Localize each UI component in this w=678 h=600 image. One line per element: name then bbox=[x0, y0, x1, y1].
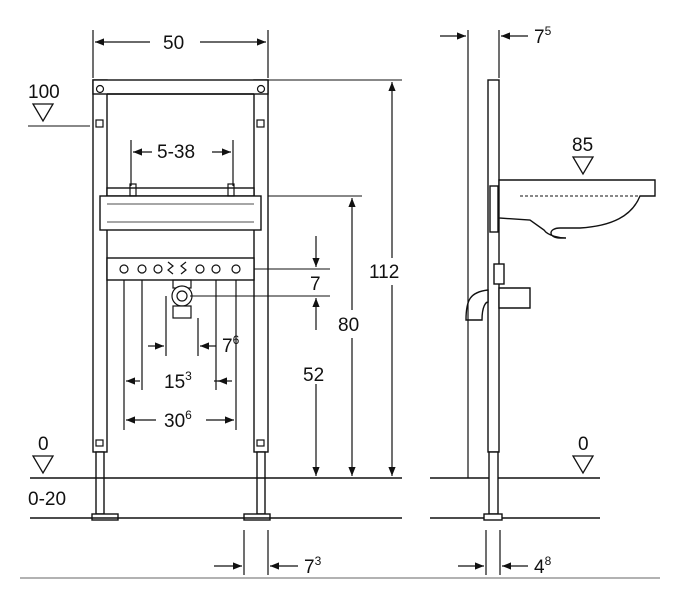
side-view bbox=[465, 79, 656, 521]
dim-side-depth: 75 bbox=[534, 24, 552, 48]
dim-foot-width: 73 bbox=[304, 554, 322, 578]
side-foot bbox=[488, 451, 499, 515]
level-floor-front-label: 0 bbox=[38, 434, 49, 455]
level-triangle-floor-side bbox=[571, 455, 595, 475]
level-triangle-top bbox=[31, 103, 55, 123]
left-foot-plate bbox=[91, 513, 119, 521]
dim-frame-width: 50 bbox=[163, 33, 184, 54]
dim-basin-height: 80 bbox=[338, 315, 359, 336]
dim-fixing-range: 5-38 bbox=[157, 142, 195, 163]
level-top-label: 100 bbox=[28, 82, 60, 103]
front-frame bbox=[91, 79, 271, 521]
left-post bbox=[92, 79, 108, 453]
basin-outline bbox=[498, 179, 656, 239]
right-foot bbox=[256, 451, 266, 515]
bolt-hole-right bbox=[256, 84, 266, 94]
dim-side-foot: 48 bbox=[534, 554, 552, 578]
right-foot-plate bbox=[243, 513, 271, 521]
dim-outlet-height: 52 bbox=[303, 365, 324, 386]
left-foot bbox=[95, 451, 105, 515]
level-basin-label: 85 bbox=[572, 135, 593, 156]
level-triangle-basin bbox=[571, 156, 595, 176]
mounting-plate bbox=[99, 195, 262, 231]
right-post bbox=[253, 79, 269, 453]
level-triangle-floor-front bbox=[31, 455, 55, 475]
level-floor-side-label: 0 bbox=[578, 434, 589, 455]
dim-total-height: 112 bbox=[369, 262, 399, 283]
top-rail bbox=[92, 79, 269, 95]
dim-pipe-spacing-c: 306 bbox=[164, 408, 192, 432]
dim-supply-offset: 7 bbox=[310, 274, 321, 295]
dim-pipe-spacing-a: 76 bbox=[222, 333, 240, 357]
level-floor-adjust-label: 0-20 bbox=[28, 489, 66, 510]
fixing-rail bbox=[106, 187, 255, 197]
dim-pipe-spacing-b: 153 bbox=[164, 369, 192, 393]
bolt-hole-left bbox=[95, 84, 105, 94]
floor-lines bbox=[20, 79, 660, 579]
